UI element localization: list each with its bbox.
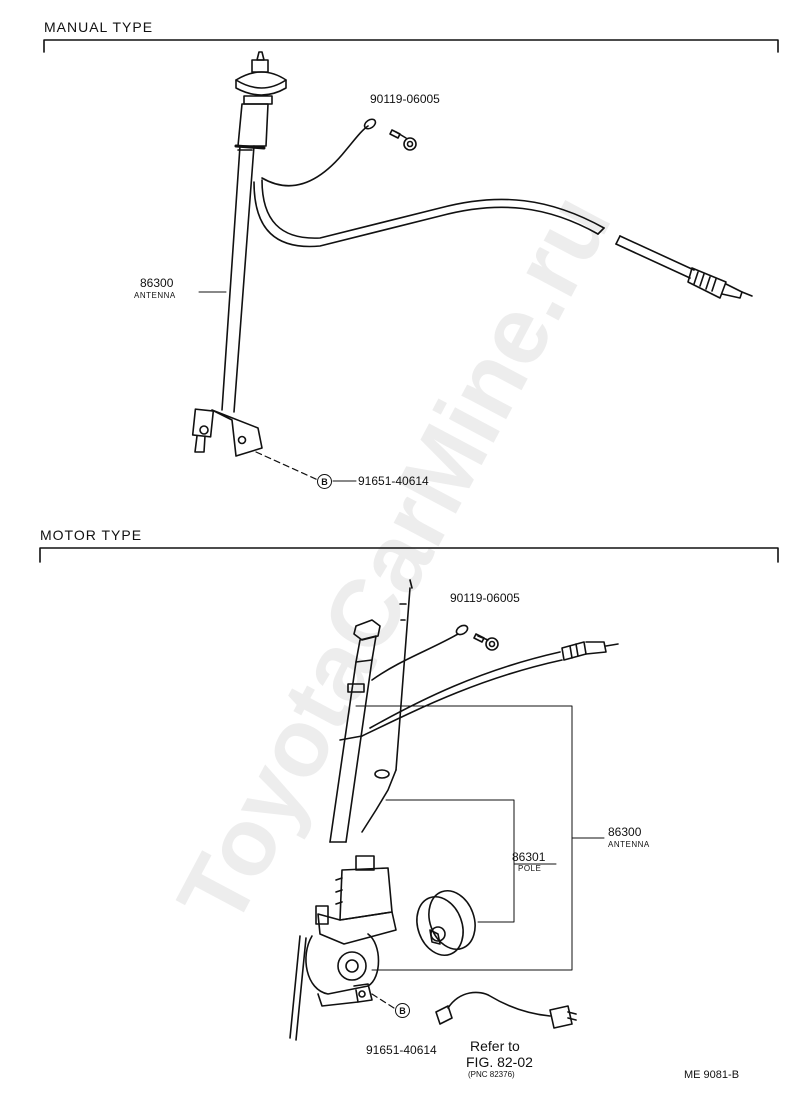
motor-antenna-cable bbox=[361, 651, 563, 737]
motor-leader-lines bbox=[355, 705, 605, 971]
motor-antenna-part-name: ANTENNA bbox=[608, 840, 650, 849]
pole-part-number: 86301 bbox=[512, 850, 546, 864]
manual-section-frame bbox=[43, 39, 779, 53]
manual-screw bbox=[389, 129, 417, 151]
connector-harness bbox=[435, 991, 577, 1029]
manual-screw-part-number: 90119-06005 bbox=[370, 92, 440, 106]
manual-bracket-marker: B bbox=[317, 474, 332, 489]
manual-antenna-top-mount bbox=[235, 51, 287, 147]
manual-ground-ring bbox=[363, 118, 377, 130]
motor-pole-rod bbox=[361, 579, 413, 833]
manual-antenna-part-number: 86300 bbox=[140, 276, 174, 290]
motor-antenna-part-number: 86300 bbox=[608, 825, 642, 839]
manual-antenna-cable bbox=[253, 179, 695, 279]
refer-figure: FIG. 82-02 bbox=[466, 1054, 533, 1070]
manual-antenna-mast bbox=[221, 144, 266, 413]
motor-ground-wire bbox=[371, 633, 459, 681]
manual-ground-wire bbox=[261, 125, 369, 187]
motor-section-title: MOTOR TYPE bbox=[40, 527, 143, 543]
motor-bracket-part-number: 91651-40614 bbox=[366, 1043, 437, 1057]
page-code: ME 9081-B bbox=[684, 1069, 740, 1081]
motor-antenna-mast bbox=[329, 619, 381, 843]
pole-part-name: POLE bbox=[518, 864, 542, 873]
motor-bracket-marker: B bbox=[395, 1003, 410, 1018]
pole-gear-drum bbox=[416, 890, 476, 956]
manual-section-title: MANUAL TYPE bbox=[44, 19, 154, 35]
motor-section-frame bbox=[39, 547, 779, 563]
refer-pnc: (PNC 82376) bbox=[468, 1070, 515, 1079]
motor-cable-plug bbox=[561, 641, 619, 661]
motor-screw bbox=[473, 633, 499, 651]
manual-antenna-bracket bbox=[191, 408, 263, 457]
motor-ground-ring bbox=[455, 624, 469, 636]
manual-bracket-part-number: 91651-40614 bbox=[358, 474, 429, 488]
motor-screw-part-number: 90119-06005 bbox=[450, 591, 520, 605]
refer-to-text: Refer to bbox=[470, 1038, 520, 1054]
manual-antenna-part-name: ANTENNA bbox=[134, 291, 176, 300]
manual-cable-plug bbox=[687, 267, 753, 299]
antenna-motor-unit bbox=[289, 855, 397, 1041]
